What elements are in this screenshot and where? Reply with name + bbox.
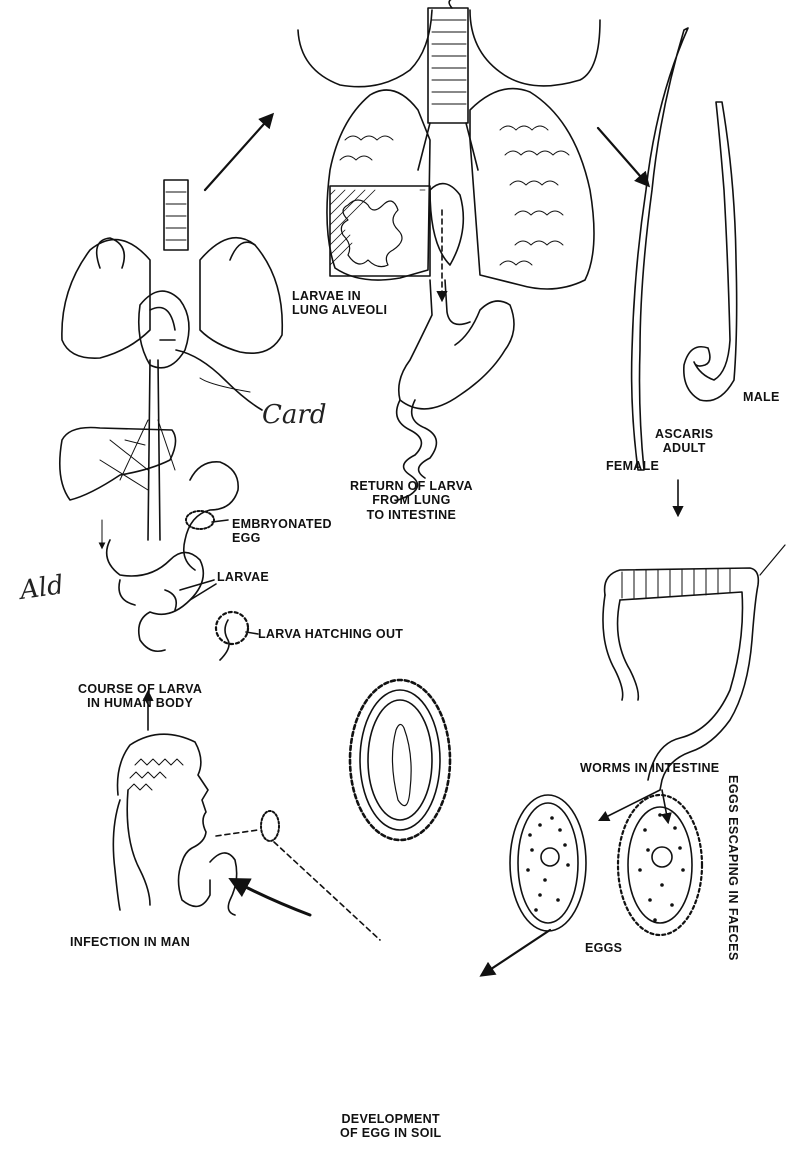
- male-label: MALE: [743, 390, 780, 404]
- course-line1: COURSE OF LARVA: [78, 682, 202, 696]
- development-line1: DEVELOPMENT: [340, 1112, 441, 1126]
- soil-egg-drawing: [350, 680, 450, 840]
- embryonated-egg-label: EMBRYONATED EGG: [232, 517, 332, 546]
- larvae-in-lung-line2: LUNG ALVEOLI: [292, 303, 387, 317]
- human-body-organs-drawing: [60, 180, 283, 660]
- ascaris-adult-label: ASCARIS ADULT: [655, 427, 713, 456]
- stomach-drawing: [395, 280, 514, 500]
- upper-lungs-drawing: [298, 0, 600, 300]
- return-of-larva-line2: FROM LUNG: [350, 493, 473, 507]
- return-of-larva-line3: TO INTESTINE: [350, 508, 473, 522]
- development-of-egg-label: DEVELOPMENT OF EGG IN SOIL: [340, 1112, 441, 1141]
- cycle-arrows: [148, 115, 678, 975]
- larvae-in-lung-label: LARVAE IN LUNG ALVEOLI: [292, 289, 387, 318]
- female-label: FEMALE: [606, 459, 659, 473]
- larvae-label: LARVAE: [217, 570, 269, 584]
- return-of-larva-line1: RETURN OF LARVA: [350, 479, 473, 493]
- infection-in-man-label: INFECTION IN MAN: [70, 935, 190, 949]
- return-of-larva-label: RETURN OF LARVA FROM LUNG TO INTESTINE: [350, 479, 473, 522]
- eggs-drawing: [510, 795, 702, 935]
- course-line2: IN HUMAN BODY: [78, 696, 202, 710]
- development-line2: OF EGG IN SOIL: [340, 1126, 441, 1140]
- man-head-drawing: [113, 734, 380, 940]
- adult-worms-drawing: [632, 28, 737, 470]
- larvae-in-lung-line1: LARVAE IN: [292, 289, 387, 303]
- handwritten-card-note: Card: [262, 400, 326, 430]
- embryonated-line2: EGG: [232, 531, 332, 545]
- ascaris-line1: ASCARIS: [655, 427, 713, 441]
- worms-in-intestine-label: WORMS IN INTESTINE: [580, 761, 719, 775]
- larva-hatching-label: LARVA HATCHING OUT: [258, 627, 403, 641]
- intestine-drawing: [603, 545, 785, 790]
- embryonated-line1: EMBRYONATED: [232, 517, 332, 531]
- course-of-larva-label: COURSE OF LARVA IN HUMAN BODY: [78, 682, 202, 711]
- ascaris-line2: ADULT: [655, 441, 713, 455]
- eggs-escaping-label: EGGS ESCAPING IN FAECES: [726, 775, 740, 961]
- eggs-label: EGGS: [585, 941, 622, 955]
- handwritten-side-note: Ald: [18, 570, 65, 606]
